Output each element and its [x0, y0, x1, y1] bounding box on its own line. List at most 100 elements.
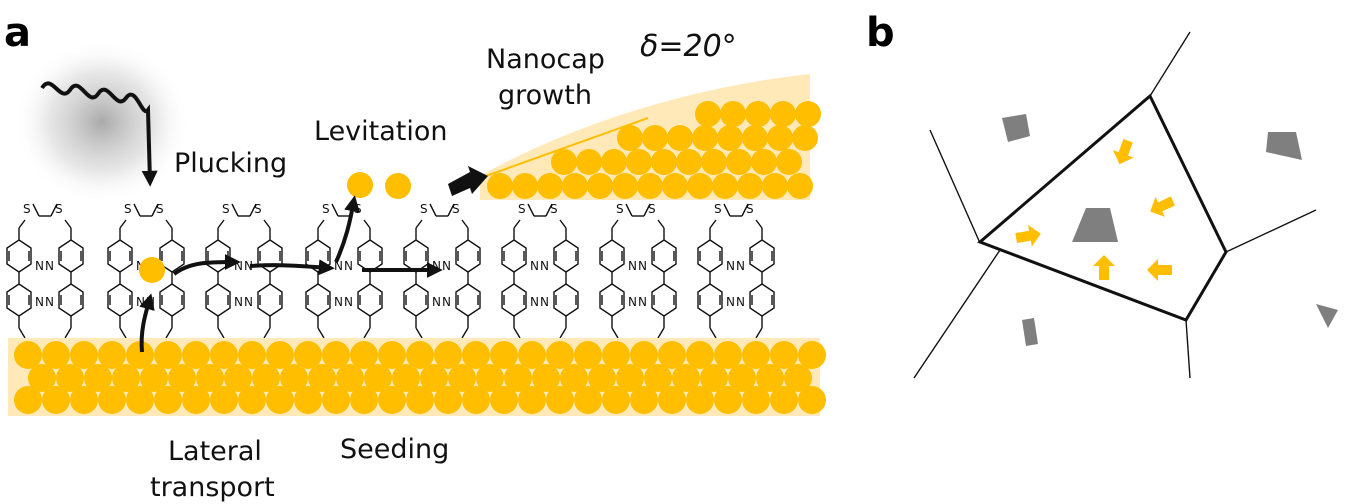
- nanocap-atom: [742, 125, 768, 151]
- substrate-atom: [98, 341, 126, 369]
- inward-arrow-icon: [1147, 259, 1172, 281]
- substrate-atom: [350, 341, 378, 369]
- inward-arrow-icon: [1015, 224, 1041, 247]
- nanocap-atom: [551, 149, 577, 175]
- substrate-atom: [378, 341, 406, 369]
- arrow-icon: [139, 293, 155, 353]
- nanocap-atom: [612, 173, 638, 199]
- substrate-atom: [686, 341, 714, 369]
- substrate-atom: [210, 386, 238, 414]
- nanocap-atom: [737, 173, 763, 199]
- molecule-icon: [6, 201, 84, 354]
- nanocap-atom: [617, 125, 643, 151]
- gold-atom-icon: [347, 172, 373, 198]
- substrate-atom: [336, 364, 364, 392]
- gold-substrate: [14, 341, 826, 414]
- substrate-atom: [588, 364, 616, 392]
- substrate-atom: [658, 386, 686, 414]
- nanocap-atom: [642, 125, 668, 151]
- substrate-atom: [238, 386, 266, 414]
- substrate-atom: [714, 386, 742, 414]
- substrate-atom: [518, 341, 546, 369]
- seeding-label: Seeding: [340, 434, 449, 465]
- inward-arrow-icon: [1112, 139, 1134, 165]
- substrate-atom: [252, 364, 280, 392]
- substrate-atom: [28, 364, 56, 392]
- substrate-atom: [280, 364, 308, 392]
- substrate-atom: [126, 386, 154, 414]
- substrate-atom: [574, 341, 602, 369]
- nanocap-atom: [651, 149, 677, 175]
- substrate-atom: [714, 341, 742, 369]
- substrate-atom: [70, 386, 98, 414]
- molecule-icon: [205, 201, 283, 354]
- nanocap-label-line2: growth: [498, 80, 592, 111]
- substrate-atom: [532, 364, 560, 392]
- substrate-atom: [686, 386, 714, 414]
- nanocap-atom: [720, 101, 746, 127]
- substrate-atom: [798, 341, 826, 369]
- substrate-atom: [756, 364, 784, 392]
- nanocap-atom: [792, 125, 818, 151]
- substrate-atom: [154, 341, 182, 369]
- nanocap-atom: [751, 149, 777, 175]
- substrate-atom: [126, 341, 154, 369]
- grain-icon: [1022, 318, 1038, 346]
- substrate-atom: [182, 341, 210, 369]
- substrate-atom: [140, 364, 168, 392]
- substrate-atom: [798, 386, 826, 414]
- substrate-atom: [546, 386, 574, 414]
- substrate-atom: [672, 364, 700, 392]
- substrate-atom: [616, 364, 644, 392]
- arrow-icon: [172, 254, 241, 276]
- voronoi-network: [913, 31, 1317, 379]
- nanocap-atom: [626, 149, 652, 175]
- substrate-atom: [770, 341, 798, 369]
- arrow-icon: [448, 166, 488, 196]
- substrate-atom: [84, 364, 112, 392]
- substrate-atom: [462, 386, 490, 414]
- substrate-atom: [434, 386, 462, 414]
- panel-a-letter: a: [4, 10, 31, 56]
- nanocap-atom: [695, 101, 721, 127]
- substrate-atom: [98, 386, 126, 414]
- gold-nanocap: [487, 101, 821, 199]
- lateral-label-line2: transport: [150, 472, 275, 503]
- substrate-atom: [14, 341, 42, 369]
- substrate-atom: [154, 386, 182, 414]
- substrate-atom: [224, 364, 252, 392]
- nanocap-atom: [767, 125, 793, 151]
- molecule-icon: [697, 201, 775, 354]
- substrate-atom: [742, 341, 770, 369]
- substrate-atom: [462, 341, 490, 369]
- inward-arrow-icon: [1150, 196, 1175, 217]
- nanocap-atom: [576, 149, 602, 175]
- substrate-atom: [196, 364, 224, 392]
- substrate-atom: [168, 364, 196, 392]
- substrate-atom: [700, 364, 728, 392]
- substrate-atom: [420, 364, 448, 392]
- lateral-label-line1: Lateral: [168, 436, 262, 467]
- substrate-atom: [308, 364, 336, 392]
- nanocap-atom: [712, 173, 738, 199]
- nanocap-atom: [687, 173, 713, 199]
- substrate-atom: [784, 364, 812, 392]
- nanocap-atom: [692, 125, 718, 151]
- nanocap-atom: [537, 173, 563, 199]
- nanocap-atom: [762, 173, 788, 199]
- substrate-atom: [392, 364, 420, 392]
- grain-cell-boundary: [977, 93, 1228, 322]
- gold-atom-icon: [139, 257, 165, 283]
- substrate-atom: [560, 364, 588, 392]
- substrate-atom: [266, 386, 294, 414]
- substrate-atom: [294, 341, 322, 369]
- delta-angle-label: δ=20°: [640, 29, 737, 64]
- nanocap-atom: [787, 173, 813, 199]
- substrate-atom: [574, 386, 602, 414]
- arrow-icon: [249, 259, 335, 276]
- substrate-atom: [476, 364, 504, 392]
- substrate-atom: [658, 341, 686, 369]
- nanocap-atom: [776, 149, 802, 175]
- substrate-atom: [504, 364, 532, 392]
- molecule-icon: [305, 201, 383, 354]
